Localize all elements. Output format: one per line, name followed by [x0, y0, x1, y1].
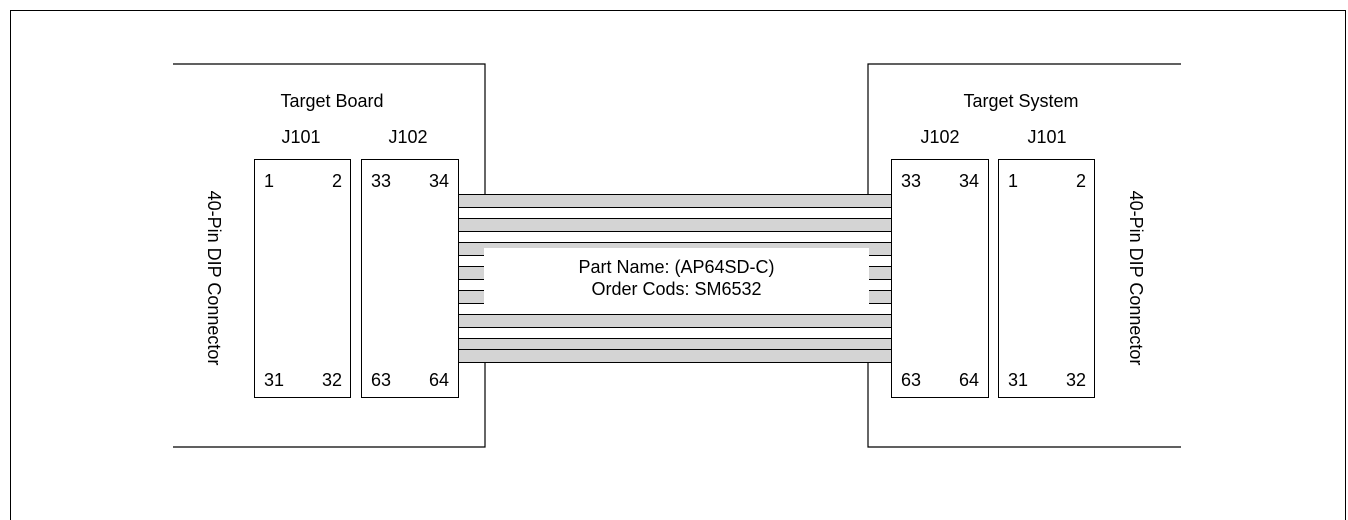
right-j102-label: J102 — [920, 127, 960, 147]
pin-label: 32 — [1065, 370, 1086, 390]
right-j101-label: J101 — [1027, 127, 1067, 147]
pin-label: 2 — [1075, 171, 1086, 191]
cable-wire — [459, 194, 891, 208]
cable-label: Part Name: (AP64SD-C) Order Cods: SM6532 — [484, 248, 869, 306]
left-connector-label: 40-Pin DIP Connector — [204, 190, 224, 366]
right-board-outline-bottom — [867, 363, 1181, 448]
left-j102-label: J102 — [388, 127, 428, 147]
pin-label: 1 — [264, 171, 275, 191]
right-board-outline — [867, 63, 1181, 194]
right-board-title: Target System — [963, 91, 1079, 111]
right-j101-connector — [998, 159, 1095, 398]
right-connector-label: 40-Pin DIP Connector — [1126, 190, 1146, 366]
left-j102-connector — [361, 159, 459, 398]
left-board-outline-bottom — [173, 363, 486, 448]
cable-order-code: Order Cods: SM6532 — [591, 279, 762, 299]
pin-label: 2 — [331, 171, 342, 191]
left-board-outline — [173, 63, 486, 194]
pin-label: 34 — [428, 171, 449, 191]
pin-label: 32 — [321, 370, 342, 390]
pin-label: 34 — [958, 171, 979, 191]
pin-label: 1 — [1008, 171, 1019, 191]
cable-wire — [459, 218, 891, 232]
cable-part-name: Part Name: (AP64SD-C) — [578, 257, 775, 277]
pin-label: 63 — [901, 370, 922, 390]
pin-label: 64 — [428, 370, 449, 390]
left-board-title: Target Board — [280, 91, 384, 111]
pin-label: 31 — [1008, 370, 1029, 390]
pin-label: 33 — [371, 171, 392, 191]
right-j102-connector — [891, 159, 989, 398]
left-j101-connector — [254, 159, 351, 398]
figure-frame — [10, 10, 1346, 520]
pin-label: 64 — [958, 370, 979, 390]
left-j101-label: J101 — [281, 127, 321, 147]
cable-wire — [459, 314, 891, 328]
cable-wire — [459, 349, 891, 363]
pin-label: 63 — [371, 370, 392, 390]
pin-label: 33 — [901, 171, 922, 191]
pin-label: 31 — [264, 370, 285, 390]
